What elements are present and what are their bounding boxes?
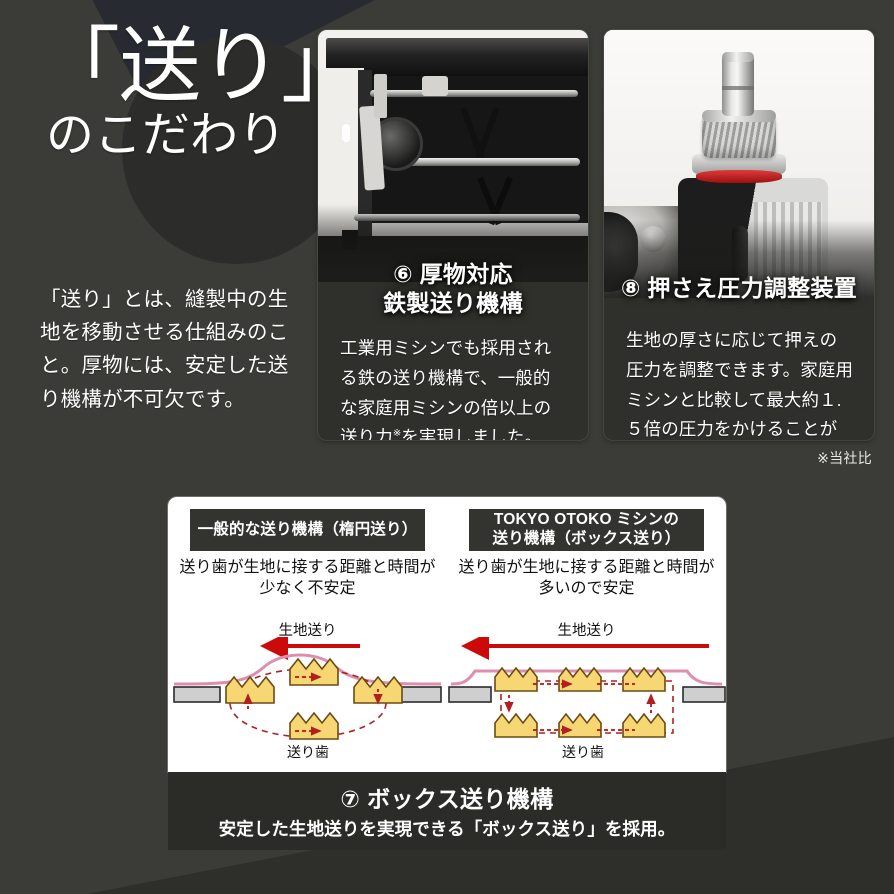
diagram-right-header-line1: TOKYO OTOKO ミシンの bbox=[493, 511, 680, 529]
feature-card-6-title-line1: ⑥ 厚物対応 bbox=[393, 261, 513, 287]
feature-card-6-title-line2: 鉄製送り機構 bbox=[383, 290, 523, 317]
diagram-right-header: TOKYO OTOKO ミシンの 送り機構（ボックス送り） bbox=[469, 509, 704, 551]
intro-body-text: 「送り」とは、縫製中の生地を移動させる仕組みのこと。厚物には、安定した送り機構が… bbox=[40, 288, 289, 411]
feature-card-6-body-text: 工業用ミシンでも採用される鉄の送り機構で、一般的な家庭用ミシンの倍以上の送り力 bbox=[340, 338, 552, 440]
photo-gradient-overlay bbox=[318, 204, 588, 282]
feature-card-6: ⑥ 厚物対応 鉄製送り機構 工業用ミシンでも採用される鉄の送り機構で、一般的な家… bbox=[318, 30, 588, 440]
presser-pressure-dial-photo bbox=[604, 30, 874, 298]
diagram-left-illustration: 送り歯 bbox=[173, 637, 442, 760]
feature-card-8-body-text: 生地の厚さに応じて押えの圧力を調整できます。家庭用ミシンと比較して最大約１.５倍… bbox=[626, 330, 854, 440]
feature-card-6-body-tail: を実現しました。 bbox=[401, 427, 543, 440]
diagram-left-header: 一般的な送り機構（楕円送り） bbox=[190, 509, 425, 551]
diagram-left-feed-label: 生地送り bbox=[278, 623, 337, 639]
diagram-left-teeth-label: 送り歯 bbox=[287, 744, 329, 760]
feed-comparison-panel: 一般的な送り機構（楕円送り） 送り歯が生地に接する距離と時間が少なく不安定 生地… bbox=[168, 497, 726, 772]
page-title: 「送り」 のこだわり bbox=[38, 21, 363, 162]
photo-gradient-overlay bbox=[604, 220, 874, 298]
feature-card-8-body: 生地の厚さに応じて押えの圧力を調整できます。家庭用ミシンと比較して最大約１.５倍… bbox=[626, 326, 854, 440]
left-intro-column: 「送り」 のこだわり 「送り」とは、縫製中の生地を移動させる仕組みのこと。厚物に… bbox=[0, 0, 363, 470]
feature-card-8-title: ⑧ 押さえ圧力調整装置 bbox=[604, 274, 874, 303]
iron-feed-mechanism-photo bbox=[318, 30, 588, 282]
diagram-right-feed-label: 生地送り bbox=[557, 623, 616, 639]
diagram-right-header-line2: 送り機構（ボックス送り） bbox=[492, 530, 681, 547]
footnote-company-comparison: ※当社比 bbox=[817, 450, 872, 466]
feature-card-6-body: 工業用ミシンでも採用される鉄の送り機構で、一般的な家庭用ミシンの倍以上の送り力※… bbox=[340, 334, 568, 440]
feature-card-8: ⑧ 押さえ圧力調整装置 生地の厚さに応じて押えの圧力を調整できます。家庭用ミシン… bbox=[604, 30, 874, 440]
feature-card-6-title: ⑥ 厚物対応 鉄製送り機構 bbox=[318, 260, 588, 319]
box-feed-title: ⑦ ボックス送り機構 bbox=[340, 786, 554, 812]
box-feed-summary-bar: ⑦ ボックス送り機構 安定した生地送りを実現できる「ボックス送り」を採用。 bbox=[168, 772, 726, 850]
feature-card-8-title-line1: ⑧ 押さえ圧力調整装置 bbox=[620, 275, 858, 301]
diagram-right-teeth-label: 送り歯 bbox=[562, 744, 604, 760]
page-title-sub: のこだわり bbox=[46, 108, 287, 162]
diagram-standard-elliptical: 一般的な送り機構（楕円送り） 送り歯が生地に接する距離と時間が少なく不安定 生地… bbox=[168, 497, 447, 772]
diagram-left-subtitle: 送り歯が生地に接する距離と時間が少なく不安定 bbox=[179, 559, 436, 598]
page-title-main: 「送り」 bbox=[38, 21, 363, 112]
feature-card-6-asterisk: ※ bbox=[392, 428, 402, 440]
background-circle-accent bbox=[122, 36, 350, 264]
diagram-tokyo-otoko-box: TOKYO OTOKO ミシンの 送り機構（ボックス送り） 送り歯が生地に接する… bbox=[447, 497, 726, 772]
box-feed-subtitle: 安定した生地送りを実現できる「ボックス送り」を採用。 bbox=[218, 819, 676, 839]
diagram-right-illustration: 送り歯 bbox=[448, 637, 726, 760]
diagram-right-subtitle: 送り歯が生地に接する距離と時間が多いので安定 bbox=[458, 559, 715, 598]
